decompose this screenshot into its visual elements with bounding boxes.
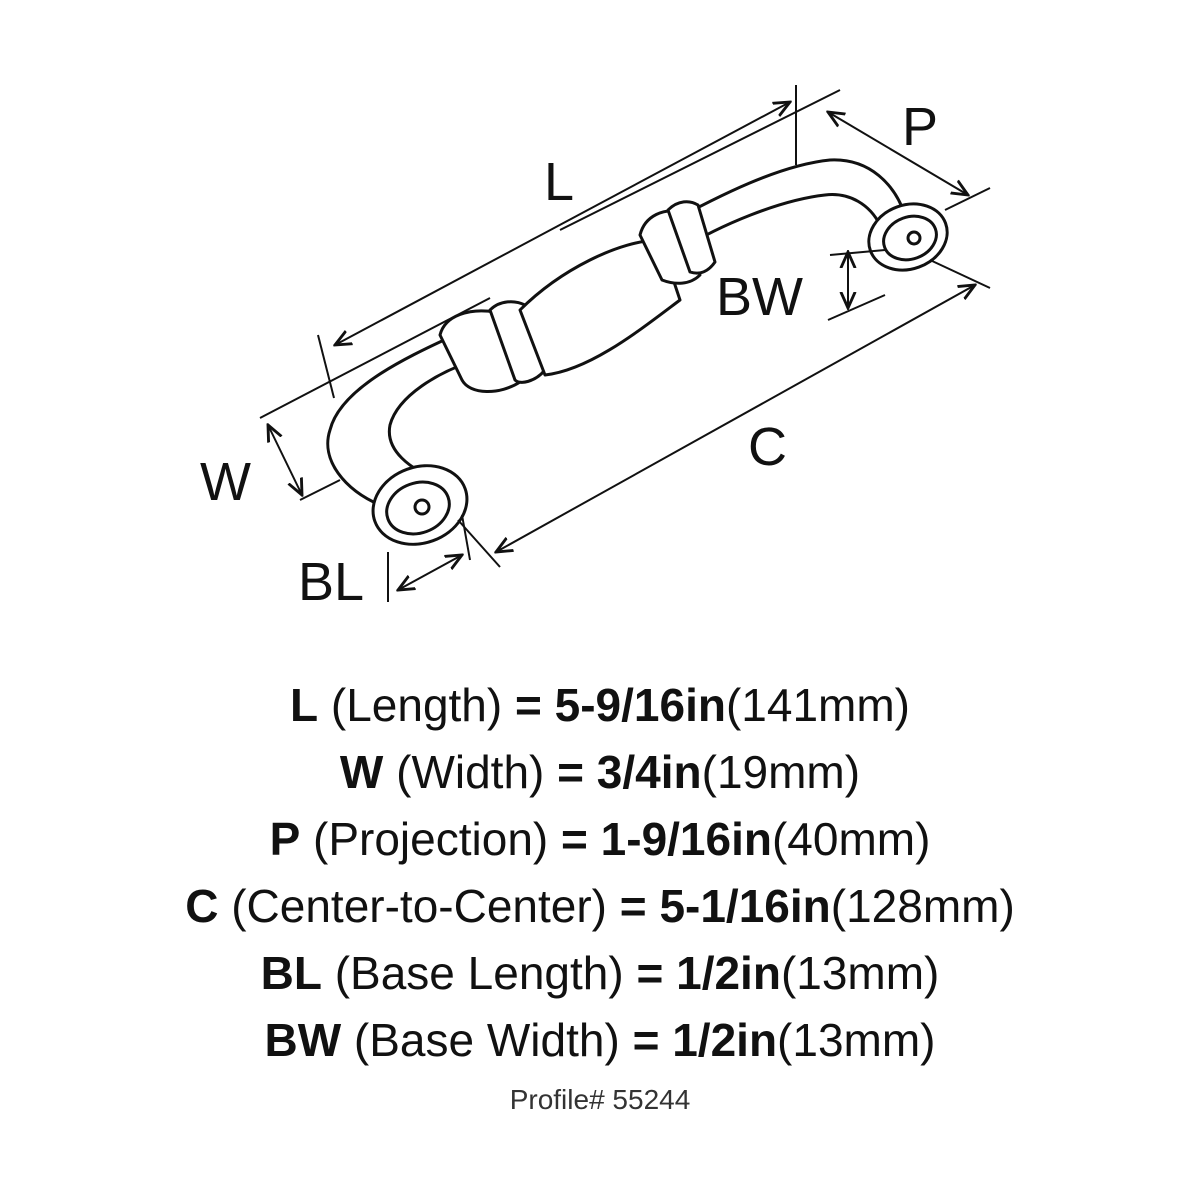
spec-abbr: L: [289, 679, 319, 731]
spec-eq: =: [557, 746, 585, 798]
spec-imperial: 1/2in: [676, 947, 781, 999]
spec-eq: =: [619, 880, 647, 932]
dim-label-L: L: [544, 152, 574, 212]
spec-desc: (Width): [396, 746, 545, 798]
spec-abbr: W: [339, 746, 384, 798]
spec-base-length: BL (Base Length) = 1/2in(13mm): [0, 940, 1200, 1007]
spec-imperial: 3/4in: [596, 746, 702, 798]
spec-abbr: C: [185, 880, 219, 932]
cabinet-pull-handle: [326, 158, 949, 546]
dim-label-C: C: [748, 417, 787, 477]
spec-desc: (Base Width): [353, 1014, 620, 1066]
spec-center-to-center: C (Center-to-Center) = 5-1/16in(128mm): [0, 873, 1200, 940]
spec-base-width: BW (Base Width) = 1/2in(13mm): [0, 1007, 1200, 1074]
spec-desc: (Base Length): [334, 947, 624, 999]
spec-metric: (128mm): [830, 880, 1015, 932]
handle-dimension-diagram: L P BW C W BL: [200, 85, 991, 612]
dim-label-W: W: [200, 452, 251, 512]
spec-metric: (13mm): [777, 1014, 936, 1066]
spec-desc: (Projection): [313, 813, 549, 865]
spec-eq: =: [636, 947, 664, 999]
dim-label-BL: BL: [298, 552, 364, 612]
spec-abbr: BL: [260, 947, 322, 999]
spec-length: L (Length) = 5-9/16in(141mm): [0, 672, 1200, 739]
spec-imperial: 5-9/16in: [554, 679, 726, 731]
dim-C-arrow: [496, 285, 975, 552]
dim-L-arrow: [335, 102, 790, 345]
dim-W-arrow: [268, 425, 302, 495]
dim-P-arrow: [828, 112, 968, 195]
spec-desc: (Center-to-Center): [231, 880, 607, 932]
spec-eq: =: [515, 679, 542, 731]
spec-eq: =: [632, 1014, 660, 1066]
spec-imperial: 1-9/16in: [600, 813, 772, 865]
dim-label-BW: BW: [716, 267, 803, 327]
spec-metric: (40mm): [771, 813, 931, 865]
spec-imperial: 1/2in: [672, 1014, 778, 1066]
spec-abbr: P: [269, 813, 301, 865]
spec-imperial: 5-1/16in: [659, 880, 831, 932]
spec-desc: (Length): [330, 679, 503, 731]
spec-projection: P (Projection) = 1-9/16in(40mm): [0, 806, 1200, 873]
dim-label-P: P: [902, 97, 938, 157]
profile-number: Profile# 55244: [509, 1084, 691, 1115]
spec-metric: (19mm): [701, 746, 861, 798]
spec-metric: (141mm): [725, 679, 910, 731]
dimension-spec-list: L (Length) = 5-9/16in(141mm) W (Width) =…: [0, 672, 1200, 1074]
right-screw-hole: [906, 230, 922, 246]
left-screw-hole: [413, 498, 431, 516]
spec-metric: (13mm): [780, 947, 940, 999]
dim-BL-arrow: [398, 555, 462, 590]
spec-width: W (Width) = 3/4in(19mm): [0, 739, 1200, 806]
spec-eq: =: [561, 813, 588, 865]
spec-abbr: BW: [264, 1014, 342, 1066]
